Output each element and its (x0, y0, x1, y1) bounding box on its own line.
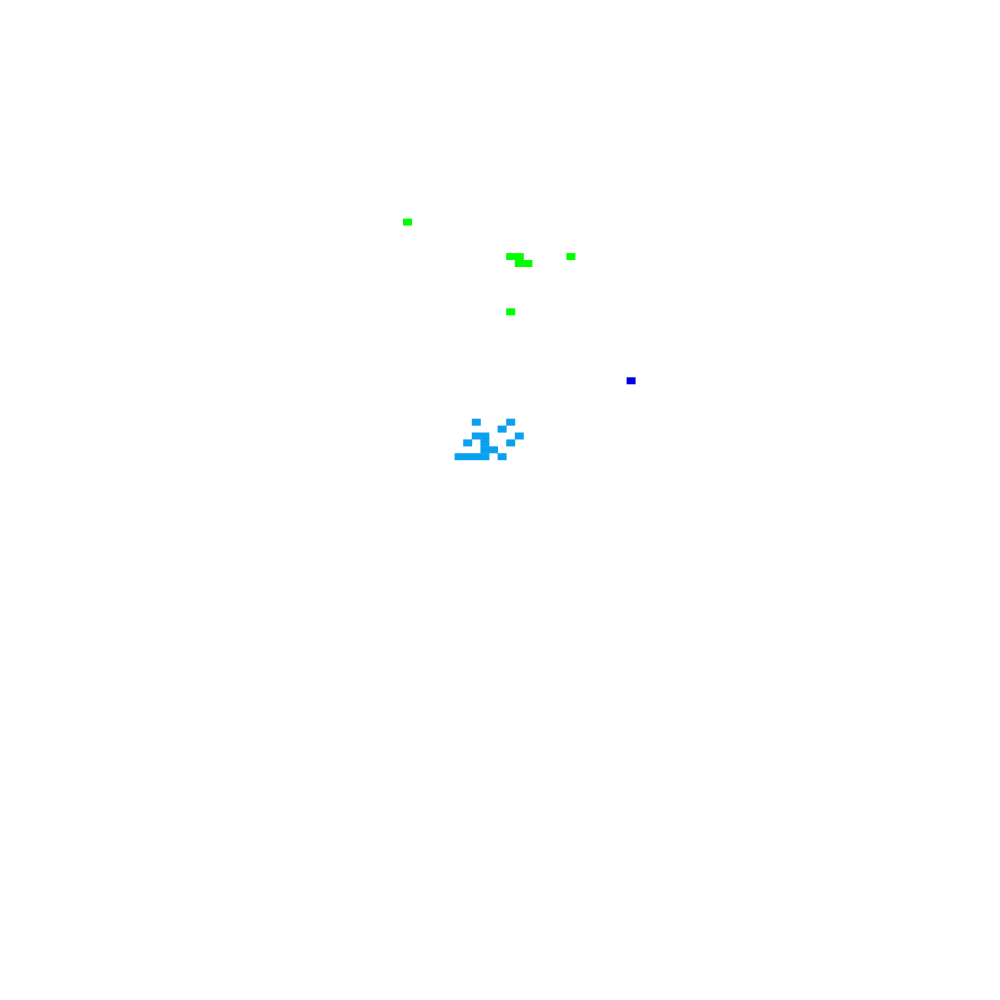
cell (471, 453, 481, 461)
cell (480, 453, 490, 461)
cell (514, 253, 524, 261)
cell (506, 418, 516, 426)
cell (471, 418, 481, 426)
cell (506, 253, 516, 261)
cell (497, 453, 507, 461)
cell (480, 439, 490, 447)
cell (454, 453, 464, 461)
blue-cell (626, 377, 636, 385)
sky-blue-cells (454, 418, 524, 461)
green-cells (403, 218, 576, 316)
cell (497, 425, 507, 433)
cell (489, 446, 498, 454)
cell (506, 439, 516, 447)
cell (403, 218, 412, 226)
cell (514, 260, 524, 267)
cell (514, 432, 524, 440)
cell (463, 453, 473, 461)
cell (480, 446, 490, 454)
cells-layer (403, 218, 636, 461)
cell (471, 432, 481, 440)
cell (566, 253, 576, 261)
cell (480, 432, 490, 440)
cell (506, 308, 516, 316)
cell (463, 439, 473, 447)
cell (626, 377, 636, 385)
cell (523, 260, 533, 267)
